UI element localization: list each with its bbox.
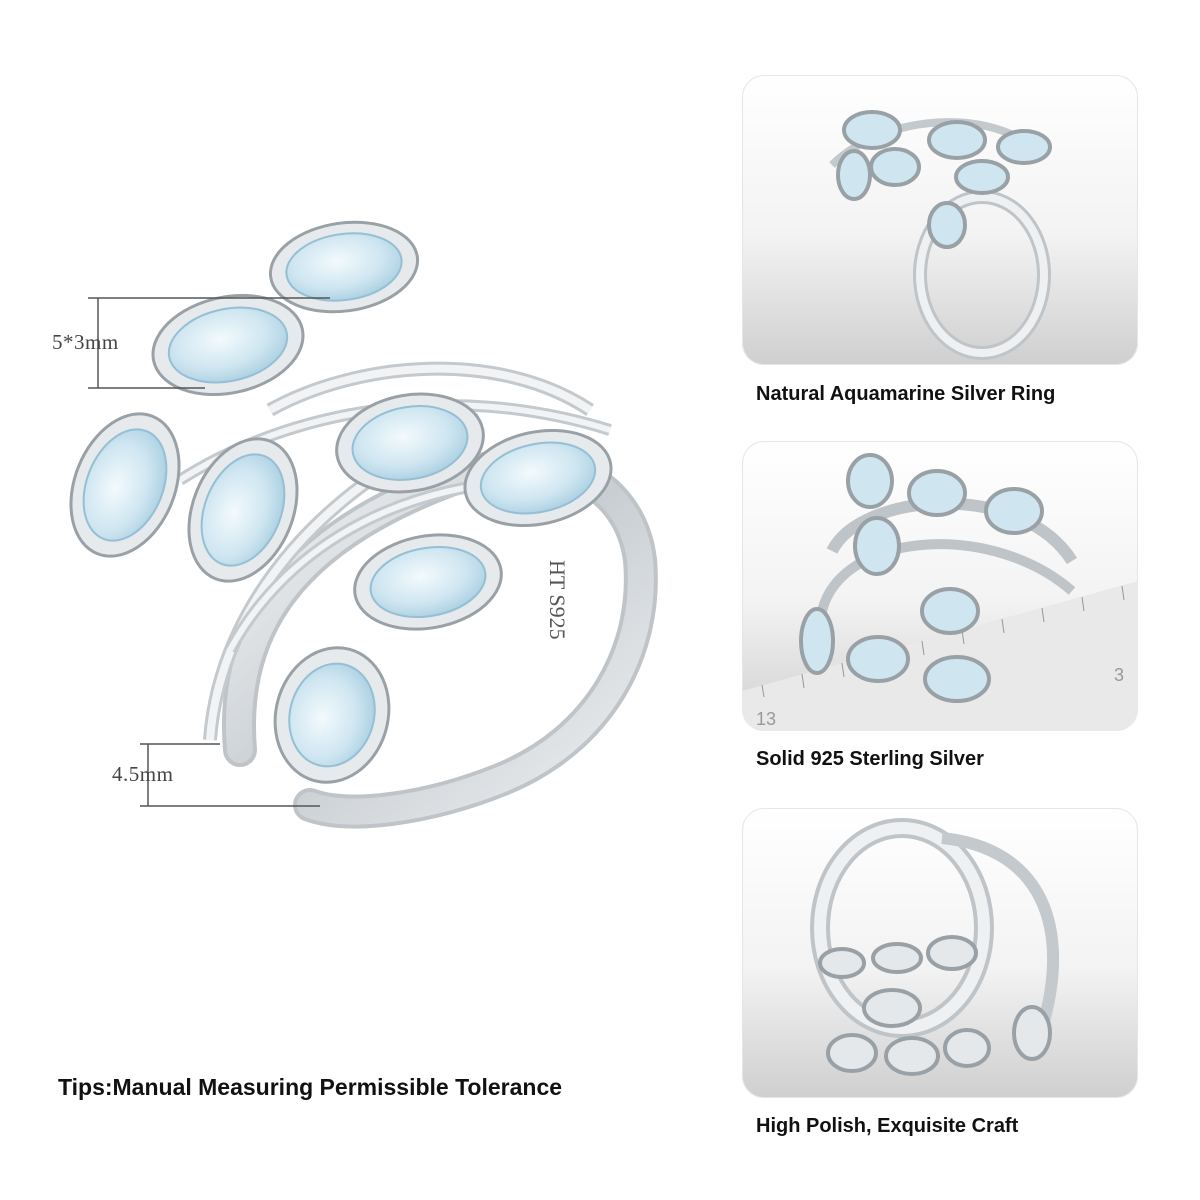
tips-text: Tips:Manual Measuring Permissible Tolera… [58, 1074, 563, 1100]
engraving-text: HT S925 [545, 560, 570, 640]
gemstone [151, 293, 305, 397]
panel-caption-1: Natural Aquamarine Silver Ring [756, 383, 1056, 405]
dimension-label-width: 4.5mm [112, 762, 174, 786]
ruler-label-3: 3 [1114, 665, 1124, 685]
gemstone [187, 437, 299, 583]
panel-ring-image [829, 110, 1052, 360]
panel-aquamarine-ring [742, 75, 1138, 365]
panel-high-polish [742, 808, 1138, 1098]
dimension-label-stone: 5*3mm [52, 330, 119, 354]
panel-caption-3: High Polish, Exquisite Craft [756, 1115, 1019, 1137]
gemstone [463, 428, 613, 528]
gemstone [273, 646, 391, 784]
dimension-lines [88, 297, 330, 807]
panel-ring-back-image [810, 818, 1060, 1076]
gemstone [69, 412, 181, 558]
ring-band [176, 361, 658, 829]
ruler-label-13: 13 [756, 709, 776, 729]
panel-sterling-silver: 13 3 [742, 441, 1138, 731]
gemstone [268, 220, 420, 314]
main-ring-image: HT S925 [69, 220, 658, 829]
gemstone [353, 533, 503, 631]
panel-caption-2: Solid 925 Sterling Silver [756, 748, 984, 770]
gemstone [335, 392, 485, 494]
gemstones [69, 220, 613, 784]
panel-ring-ruler-image: 13 3 [742, 453, 1138, 731]
